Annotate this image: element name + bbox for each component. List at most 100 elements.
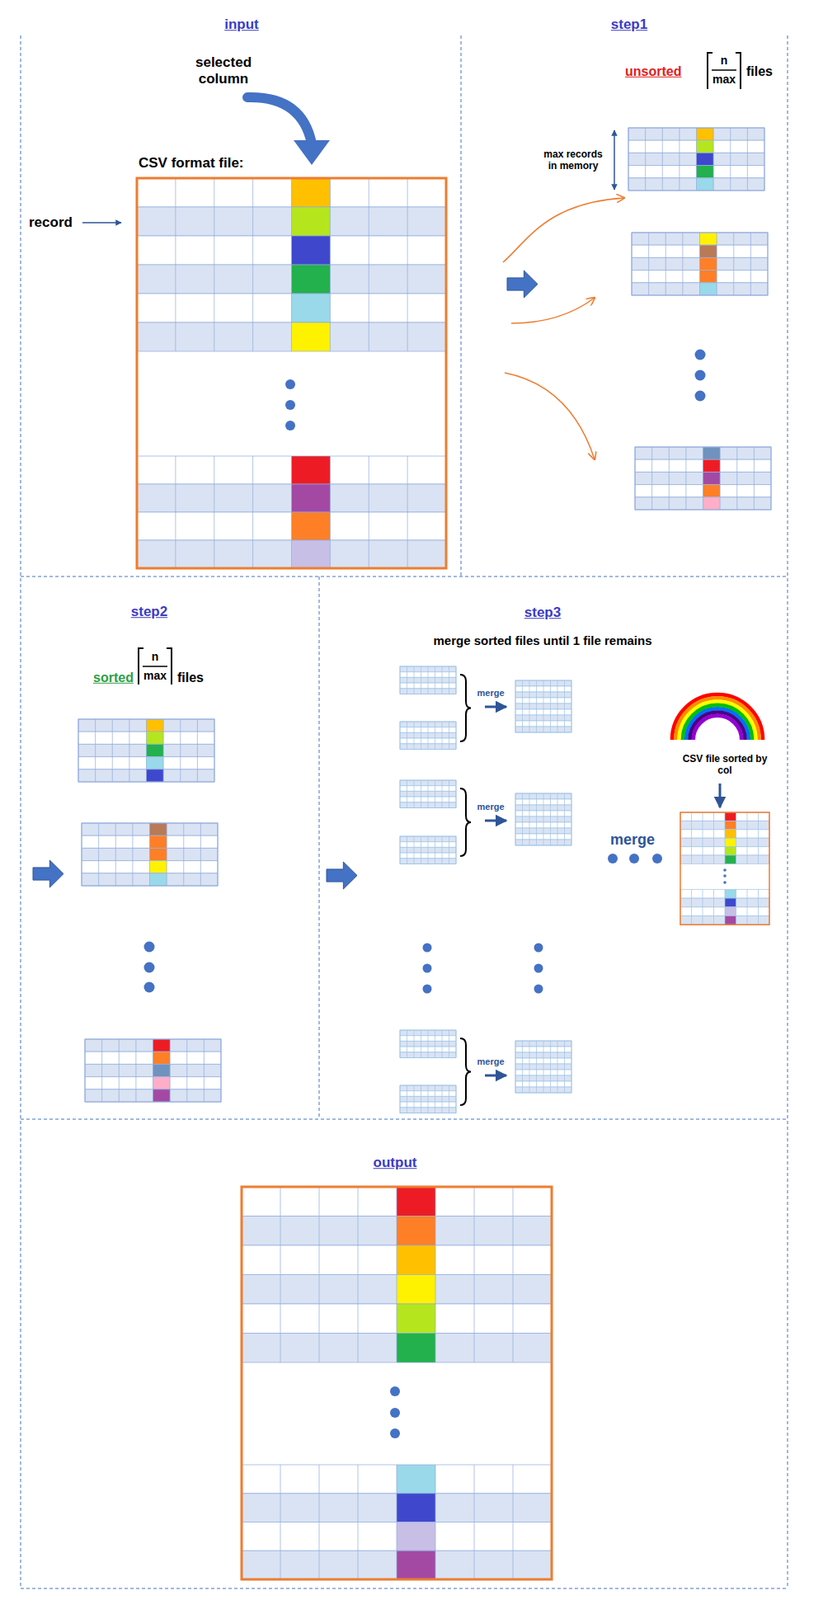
grid-line — [515, 1086, 572, 1088]
grid-line — [724, 855, 726, 864]
pointer-arrow — [82, 221, 122, 224]
grid-line — [427, 1052, 429, 1059]
value-cell — [153, 1051, 171, 1064]
grid-line — [413, 721, 415, 728]
grid-line — [713, 907, 715, 917]
table-row — [399, 1101, 457, 1108]
grid-line — [753, 497, 755, 510]
grid-line — [515, 839, 572, 841]
grid-line — [699, 244, 701, 258]
grid-line — [131, 847, 133, 861]
grid-line — [213, 264, 215, 294]
grid-line — [420, 666, 422, 673]
grid-line — [135, 1063, 137, 1077]
grid-line — [515, 810, 572, 812]
grid-line — [435, 1333, 437, 1364]
grid-line — [407, 484, 409, 513]
table-row — [84, 1051, 222, 1064]
table-row — [515, 686, 572, 692]
grid-line — [78, 768, 215, 770]
table-border — [399, 1029, 457, 1059]
grid-line — [427, 1091, 429, 1097]
grid-line — [203, 1089, 205, 1102]
grid-line — [396, 1186, 398, 1217]
grid-line — [529, 714, 531, 721]
grid-line — [747, 888, 748, 899]
grid-line — [319, 1522, 320, 1552]
grid-line — [724, 837, 726, 847]
rainbow-band — [682, 705, 753, 740]
grid-line — [149, 835, 151, 848]
table-row — [78, 769, 215, 782]
value-cell — [396, 1333, 436, 1364]
grid-line — [442, 1029, 443, 1036]
grid-line — [448, 666, 450, 673]
grid-line — [420, 727, 422, 734]
grid-line — [291, 540, 292, 569]
grid-line — [550, 680, 551, 687]
grid-line — [174, 484, 176, 513]
ellipsis-dot — [390, 1428, 400, 1439]
grid-line — [427, 682, 429, 689]
table-row — [81, 823, 218, 836]
value-cell — [396, 1186, 436, 1217]
grid-line — [357, 1274, 359, 1305]
grid-line — [665, 232, 667, 245]
grid-line — [448, 780, 450, 786]
grid-line — [434, 1107, 436, 1114]
grid-line — [442, 852, 443, 859]
grid-line — [291, 235, 292, 265]
table-row — [680, 888, 770, 899]
grid-line — [634, 459, 772, 461]
grid-line — [515, 1046, 572, 1048]
grid-line — [413, 1095, 415, 1102]
grid-line — [81, 835, 218, 837]
section-heading: input — [224, 16, 259, 33]
grid-line — [543, 709, 545, 715]
table-row — [399, 1085, 457, 1092]
grid-line — [753, 459, 755, 472]
grid-line — [750, 270, 752, 283]
grid-line — [427, 802, 429, 809]
merge-arrow — [484, 819, 507, 823]
grid-line — [427, 721, 429, 728]
grid-line — [319, 1493, 320, 1523]
grid-line — [702, 888, 704, 899]
value-cell — [396, 1303, 436, 1334]
grid-line — [564, 726, 565, 733]
table-row — [78, 719, 215, 732]
grid-line — [448, 738, 450, 744]
grid-line — [413, 672, 415, 678]
grid-line — [529, 1086, 531, 1093]
grid-line — [435, 1493, 437, 1523]
grid-line — [515, 703, 572, 705]
grid-line — [131, 860, 133, 874]
grid-line — [413, 780, 415, 786]
table-row — [515, 720, 572, 727]
grid-line — [166, 847, 168, 861]
grid-line — [179, 743, 181, 757]
value-cell — [703, 446, 721, 460]
fraction-denominator: max — [712, 72, 736, 86]
grid-line — [678, 152, 680, 165]
grid-line — [564, 1052, 565, 1059]
rainbow-band — [675, 697, 759, 740]
grid-line — [406, 785, 408, 792]
value-cell — [146, 769, 165, 782]
grid-line — [515, 726, 572, 728]
grid-line — [213, 206, 215, 236]
grid-line — [241, 1303, 552, 1305]
grid-line — [564, 680, 565, 687]
table-row — [136, 293, 447, 323]
grid-line — [512, 1550, 514, 1580]
grid-line — [448, 1091, 450, 1097]
grid-line — [564, 1046, 565, 1053]
grid-line — [644, 140, 646, 153]
grid-line — [564, 816, 565, 823]
grid-line — [474, 1333, 475, 1364]
grid-line — [252, 293, 254, 323]
grid-line — [448, 846, 450, 853]
grid-line — [557, 1081, 559, 1087]
value-cell — [724, 888, 737, 899]
grid-line — [515, 1063, 572, 1065]
